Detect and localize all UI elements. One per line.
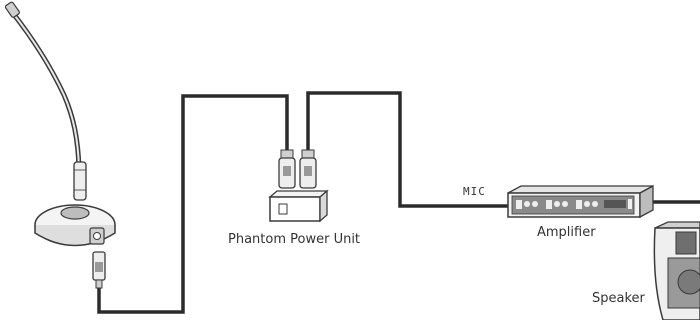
speaker-label: Speaker [592, 291, 646, 306]
gooseneck-microphone-icon [4, 1, 116, 247]
xlr-connector-icon [92, 251, 106, 289]
mic-capsule [4, 1, 20, 18]
mic-input-label: MIC [463, 185, 486, 198]
phantom-power-unit-label: Phantom Power Unit [228, 232, 360, 247]
xlr-connector-icon [299, 149, 317, 189]
cable-mic-to-phantom [97, 94, 289, 314]
speaker-cabinet-icon [653, 221, 700, 320]
cable-phantom-to-amplifier [306, 91, 508, 208]
rack-amplifier-icon [507, 184, 654, 219]
phantom-power-box-icon [268, 189, 329, 223]
gooseneck-tube [9, 9, 82, 171]
xlr-connector-icon [278, 149, 296, 189]
amplifier-label: Amplifier [537, 225, 596, 240]
